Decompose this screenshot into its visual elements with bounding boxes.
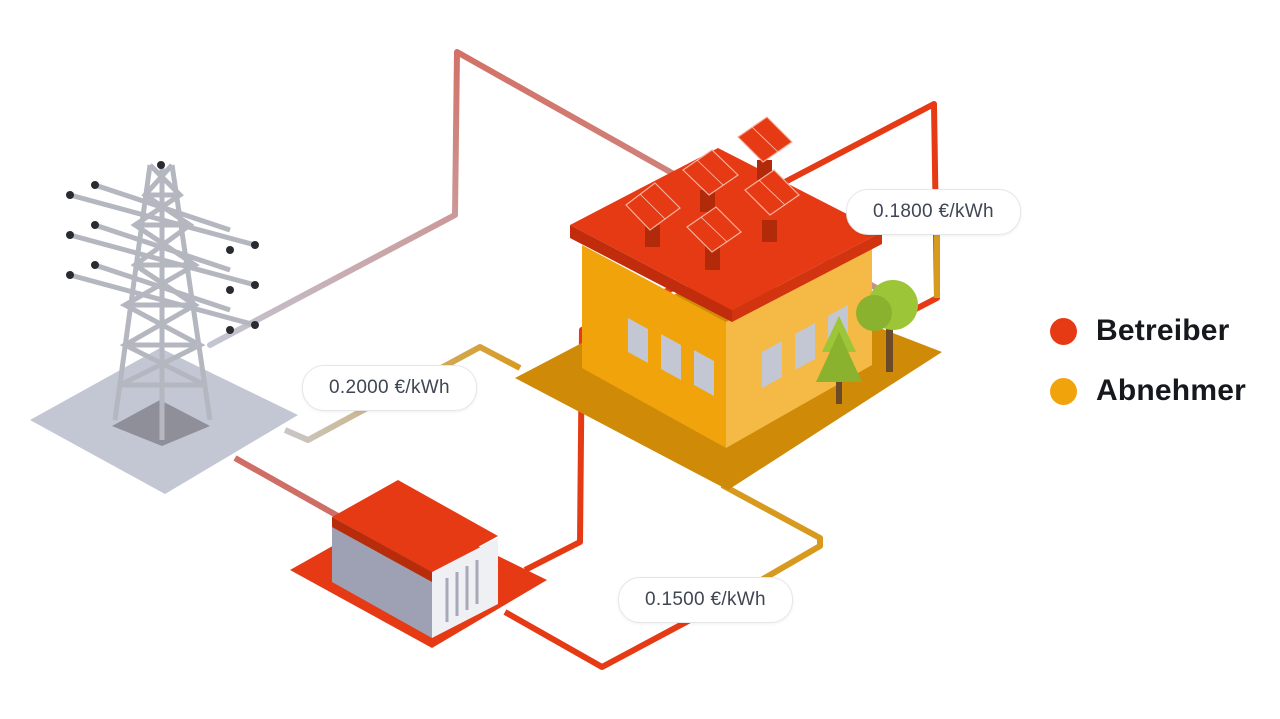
legend-item-betreiber: Betreiber: [1050, 312, 1246, 350]
price-label-grid: 0.2000 €/kWh: [302, 365, 477, 411]
tree-icon: [816, 280, 918, 404]
legend-label-betreiber: Betreiber: [1096, 314, 1230, 347]
storage-to-consumer-line: [503, 601, 722, 670]
grid-to-solar-line: [207, 49, 883, 348]
grid-to-storage-line: [233, 455, 347, 523]
legend-label-abnehmer: Abnehmer: [1096, 374, 1246, 407]
legend: Betreiber Abnehmer: [1050, 312, 1246, 432]
solar-panel-icon: [625, 116, 800, 253]
power-tower-icon: [30, 161, 298, 494]
battery-storage-icon: [290, 480, 547, 648]
legend-dot-betreiber: [1050, 317, 1077, 345]
consumer-return-line: [718, 482, 823, 607]
legend-item-abnehmer: Abnehmer: [1050, 372, 1246, 410]
price-label-storage: 0.1500 €/kWh: [618, 577, 793, 623]
price-label-solar: 0.1800 €/kWh: [846, 189, 1021, 235]
legend-dot-abnehmer: [1050, 377, 1077, 405]
